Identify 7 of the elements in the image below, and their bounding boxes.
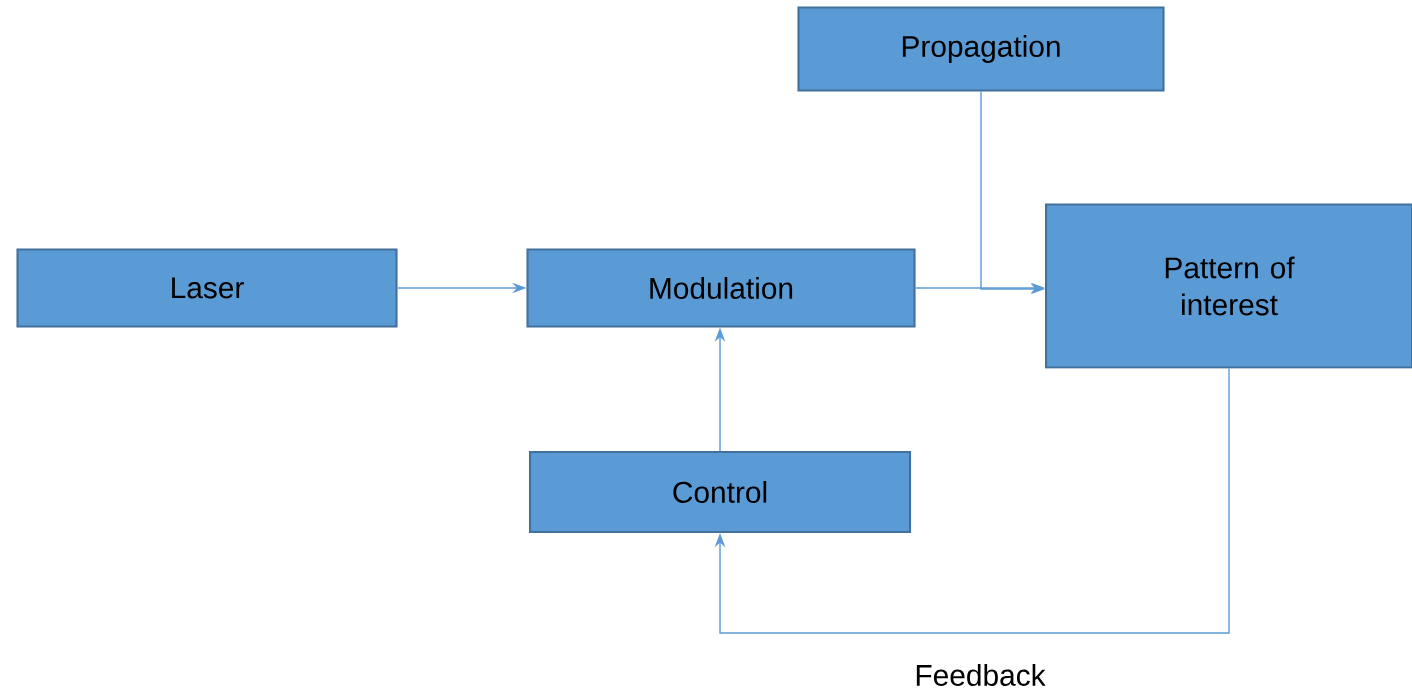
edge-label: Feedback — [912, 662, 1048, 688]
process-box: Modulation — [526, 248, 916, 328]
process-box: Control — [528, 450, 912, 534]
process-box: Propagation — [797, 6, 1165, 92]
arrow — [714, 367, 1230, 634]
process-box: Laser — [16, 248, 398, 328]
process-box: Pattern of interest — [1044, 203, 1412, 369]
